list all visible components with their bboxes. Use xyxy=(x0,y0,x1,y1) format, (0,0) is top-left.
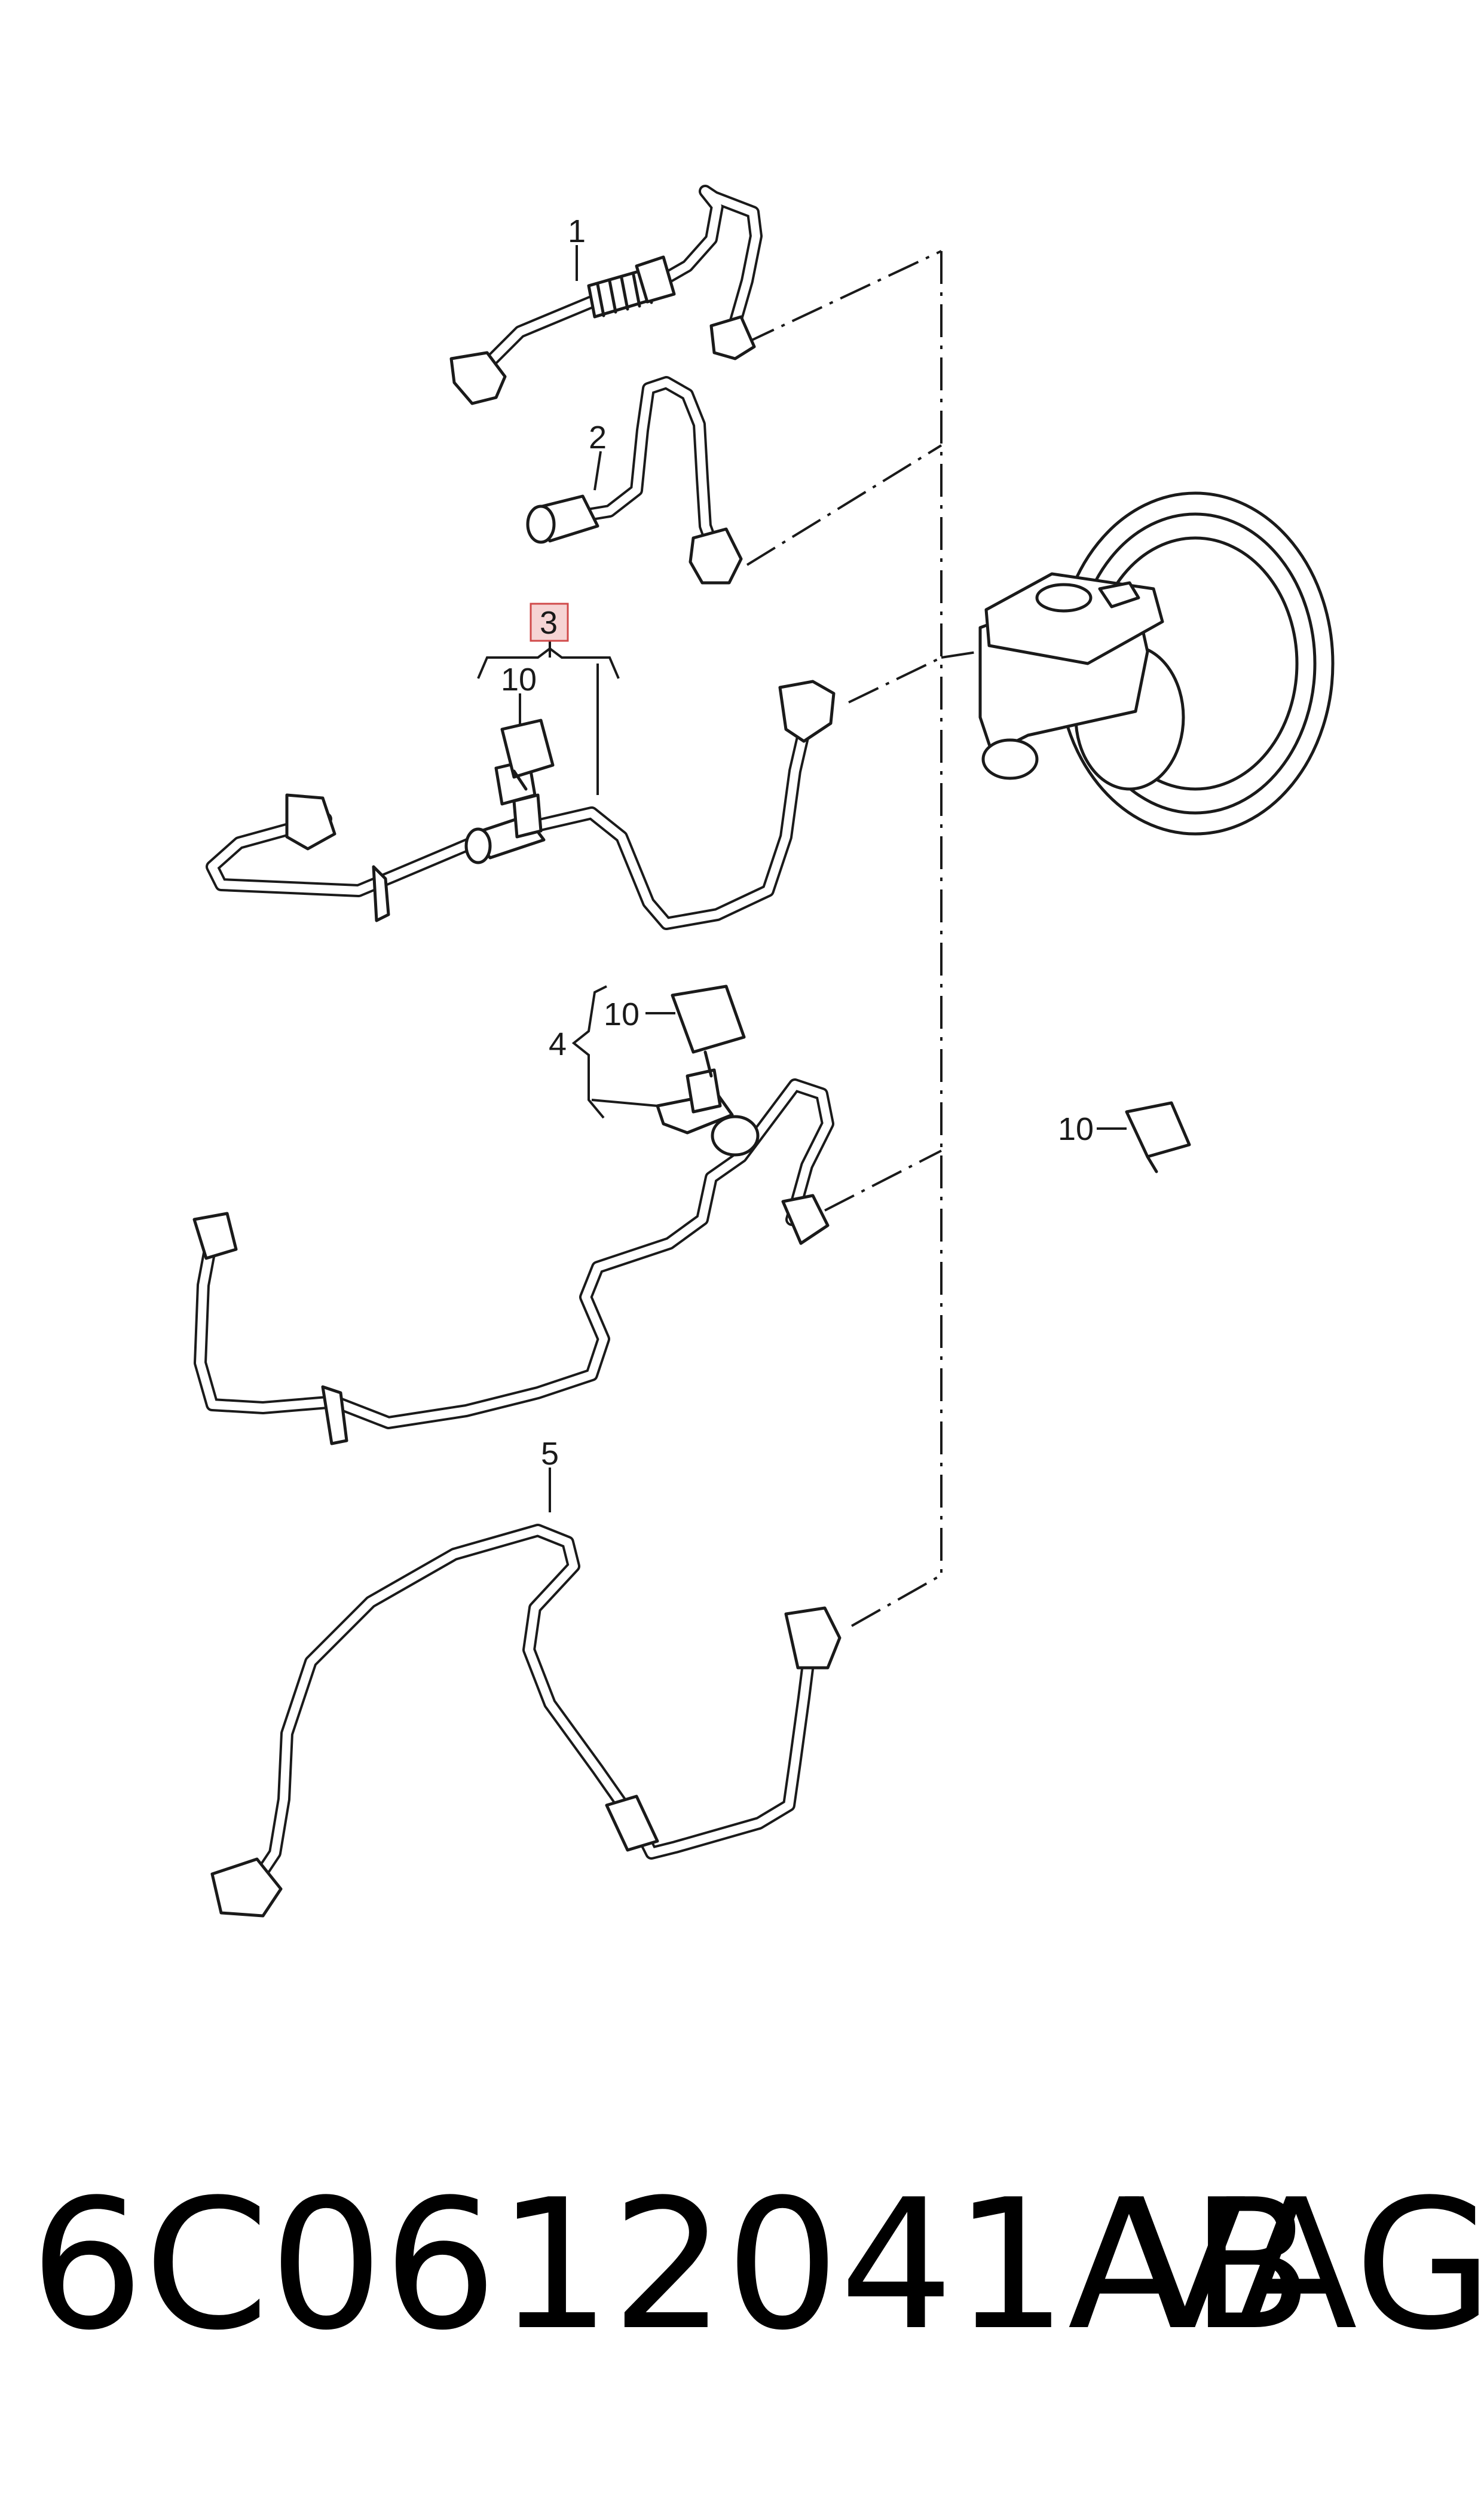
callout-3-highlight xyxy=(530,603,569,642)
callout-3: 3 xyxy=(540,605,558,641)
callout-2: 2 xyxy=(589,420,607,455)
master-cylinder xyxy=(978,572,1164,780)
callouts: 1 2 3 10 4 10 10 5 xyxy=(501,213,1094,1472)
callout-10-assembly-4: 10 xyxy=(604,996,640,1032)
vacuum-hose-1 xyxy=(449,185,763,405)
brand-name: VAG xyxy=(1124,2161,1484,2370)
reference-lines xyxy=(743,250,981,1627)
vacuum-line-assembly-4 xyxy=(192,985,834,1445)
vacuum-line-assembly-3 xyxy=(206,680,836,930)
callout-10-standalone: 10 xyxy=(1058,1111,1094,1147)
callout-1: 1 xyxy=(568,213,586,249)
pressure-sensor-10 xyxy=(1125,1101,1191,1173)
callout-4: 4 xyxy=(549,1026,567,1062)
vacuum-hose-5 xyxy=(210,1524,842,1918)
vacuum-hose-2 xyxy=(526,376,743,585)
callout-5: 5 xyxy=(541,1436,559,1472)
callout-10-assembly-3: 10 xyxy=(501,662,537,698)
part-number: 6C0612041AB xyxy=(30,2161,1314,2370)
leader-lines xyxy=(477,245,1127,1512)
